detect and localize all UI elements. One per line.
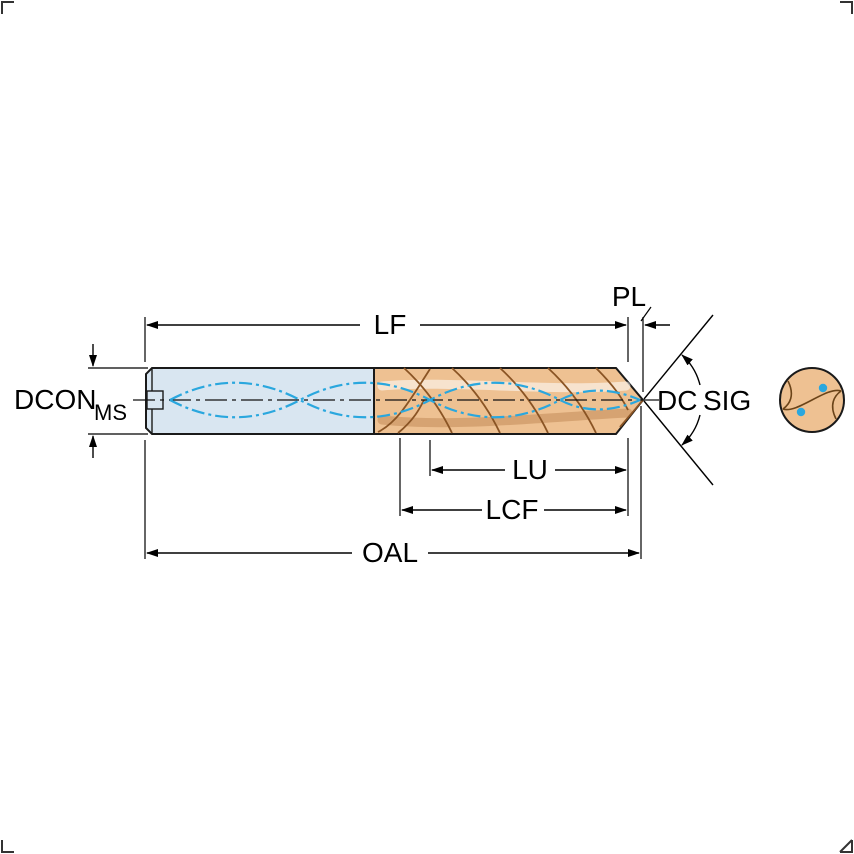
flute-spiral-3 — [499, 367, 549, 434]
lcf-label: LCF — [486, 494, 539, 525]
coolant-channels — [169, 381, 641, 419]
flute-runout-curve — [377, 368, 431, 433]
corner-mark-top-right — [840, 1, 853, 14]
dimension-lu: LU — [429, 438, 629, 516]
lf-label: LF — [374, 309, 407, 340]
flute-shadow-band — [377, 408, 633, 428]
dimension-dcon: DCON MS — [14, 344, 148, 458]
sig-angle-line-lower — [643, 400, 714, 486]
flute-highlight-band — [377, 379, 631, 393]
sig-arc-lower — [681, 414, 701, 446]
drill-shank — [145, 367, 375, 435]
flute-runout-curve-2 — [397, 399, 425, 434]
sig-label: SIG — [703, 385, 751, 416]
dimension-dc-sig: DC SIG — [643, 314, 751, 486]
dcon-label: DCON — [14, 384, 96, 415]
oal-label: OAL — [362, 537, 418, 568]
end-view-chisel-edge — [782, 389, 842, 411]
corner-mark-top-left — [1, 1, 14, 14]
pl-leader — [640, 306, 652, 322]
coolant-channel-lower — [169, 381, 641, 419]
dimension-lcf: LCF — [399, 438, 627, 525]
corner-mark-bottom-right — [839, 839, 853, 853]
drill-point-edge — [619, 399, 644, 428]
end-view-flute-curve-2 — [831, 390, 842, 420]
dcon-subscript-label: MS — [94, 400, 127, 425]
coolant-hole-upper — [818, 383, 828, 393]
coolant-hole-lower — [796, 407, 806, 417]
lu-label: LU — [512, 454, 548, 485]
corner-mark-bottom-left — [1, 840, 14, 853]
drill-end-view — [779, 367, 845, 433]
dimension-pl: PL — [612, 281, 670, 392]
dc-label: DC — [657, 385, 697, 416]
flute-spiral-2 — [451, 367, 501, 434]
flute-spiral-4 — [547, 367, 597, 434]
sig-angle-line-upper — [643, 314, 714, 400]
pl-label: PL — [612, 281, 646, 312]
dimension-lf: LF — [144, 309, 629, 362]
drill-side-view — [145, 367, 645, 435]
end-view-flute-curve-1 — [782, 380, 793, 410]
sig-arc-upper — [681, 354, 701, 386]
dimension-oal: OAL — [144, 406, 642, 568]
flute-spiral-5 — [595, 367, 629, 411]
